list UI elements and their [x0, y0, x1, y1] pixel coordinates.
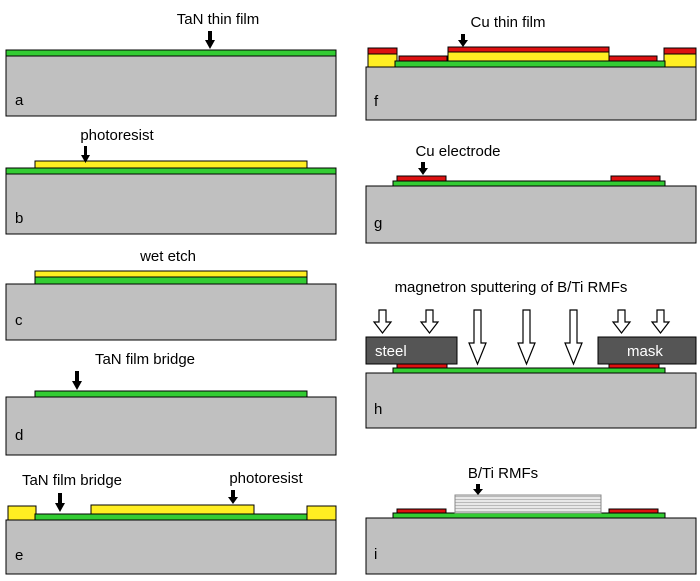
- sputter-arrow-icon: [419, 309, 440, 334]
- cu-film-center-right: [608, 55, 658, 62]
- tan-film-bridge: [34, 390, 308, 398]
- arrow-icon: [81, 146, 90, 163]
- sputter-arrow-icon: [564, 309, 583, 366]
- panel-d: TaN film bridge d: [5, 351, 337, 456]
- label-tan-thin-film: TaN thin film: [177, 11, 260, 28]
- label-tan-film-bridge: TaN film bridge: [95, 351, 195, 368]
- photoresist-layer: [90, 504, 255, 515]
- cu-electrode-right: [610, 175, 661, 182]
- substrate: [365, 66, 697, 121]
- label-cu-thin-film: Cu thin film: [470, 14, 545, 31]
- label-wet-etch: wet etch: [139, 248, 196, 265]
- arrow-icon: [473, 484, 483, 495]
- label-tan-film-bridge: TaN film bridge: [22, 472, 122, 489]
- tan-film-bridge: [392, 367, 666, 374]
- photoresist-layer: [34, 160, 308, 169]
- step-letter-b: b: [15, 210, 23, 227]
- panel-e: TaN film bridge photoresist e: [5, 470, 337, 575]
- substrate: [5, 396, 337, 456]
- panel-f: Cu thin film f: [365, 14, 697, 121]
- tan-film: [5, 49, 337, 57]
- btiRMF-multilayer: [454, 494, 602, 514]
- arrow-icon: [72, 371, 82, 390]
- panel-b: photoresist b: [5, 127, 337, 235]
- cu-film-right: [663, 47, 697, 55]
- cu-electrode-left: [396, 175, 447, 182]
- photoresist-block-right: [306, 505, 337, 521]
- step-letter-h: h: [374, 401, 382, 418]
- step-letter-i: i: [374, 546, 377, 563]
- label-steel: steel: [375, 343, 407, 360]
- tan-film-bridge: [34, 513, 308, 521]
- cu-film-left: [367, 47, 398, 55]
- substrate: [5, 55, 337, 117]
- steel-mask-left: [365, 336, 458, 365]
- step-letter-d: d: [15, 427, 23, 444]
- step-letter-g: g: [374, 215, 382, 232]
- panel-c: wet etch c: [5, 248, 337, 341]
- sputter-arrow-icon: [468, 309, 487, 366]
- substrate: [5, 173, 337, 235]
- step-letter-e: e: [15, 547, 23, 564]
- step-letter-c: c: [15, 312, 23, 329]
- arrow-icon: [418, 162, 428, 175]
- step-letter-f: f: [374, 93, 379, 110]
- cu-electrode-right: [608, 508, 659, 514]
- label-photoresist: photoresist: [80, 127, 154, 144]
- arrow-icon: [55, 493, 65, 512]
- panel-h: steel mask magnetron sputtering of B/Ti …: [365, 279, 697, 429]
- arrow-icon: [228, 490, 238, 504]
- arrow-icon: [205, 31, 215, 49]
- cu-film-center-left: [398, 55, 448, 62]
- photoresist-block-left: [7, 505, 37, 521]
- tan-film-bridge: [392, 180, 666, 187]
- arrow-icon: [458, 34, 468, 47]
- sputter-arrow-icon: [372, 309, 393, 334]
- substrate: [365, 185, 697, 244]
- sputter-arrow-icon: [611, 309, 632, 334]
- label-magnetron-sputtering: magnetron sputtering of B/Ti RMFs: [395, 279, 628, 296]
- sputter-arrow-icon: [517, 309, 536, 366]
- tan-film: [34, 276, 308, 285]
- photoresist-block-left: [367, 53, 398, 68]
- cu-electrode-left: [396, 363, 448, 369]
- label-bti-rmfs: B/Ti RMFs: [468, 465, 538, 482]
- panel-g: Cu electrode g: [365, 143, 697, 244]
- photoresist-layer: [447, 51, 610, 62]
- tan-film-bridge: [394, 60, 666, 68]
- substrate: [365, 372, 697, 429]
- tan-film-bridge: [392, 512, 666, 519]
- panel-a: TaN thin film a: [5, 11, 337, 117]
- steel-mask-right: [597, 336, 697, 365]
- substrate: [365, 517, 697, 575]
- cu-electrode-left: [396, 508, 447, 514]
- cu-electrode-right: [608, 363, 660, 369]
- label-mask: mask: [627, 343, 663, 360]
- label-photoresist: photoresist: [229, 470, 303, 487]
- sputter-arrow-icon: [650, 309, 671, 334]
- step-letter-a: a: [15, 92, 24, 109]
- substrate: [5, 519, 337, 575]
- tan-film: [5, 167, 337, 175]
- label-cu-electrode: Cu electrode: [415, 143, 500, 160]
- photoresist-block-right: [663, 53, 697, 68]
- photoresist-layer: [34, 270, 308, 278]
- cu-film-top: [447, 46, 610, 53]
- substrate: [5, 283, 337, 341]
- panel-i: B/Ti RMFs i: [365, 465, 697, 575]
